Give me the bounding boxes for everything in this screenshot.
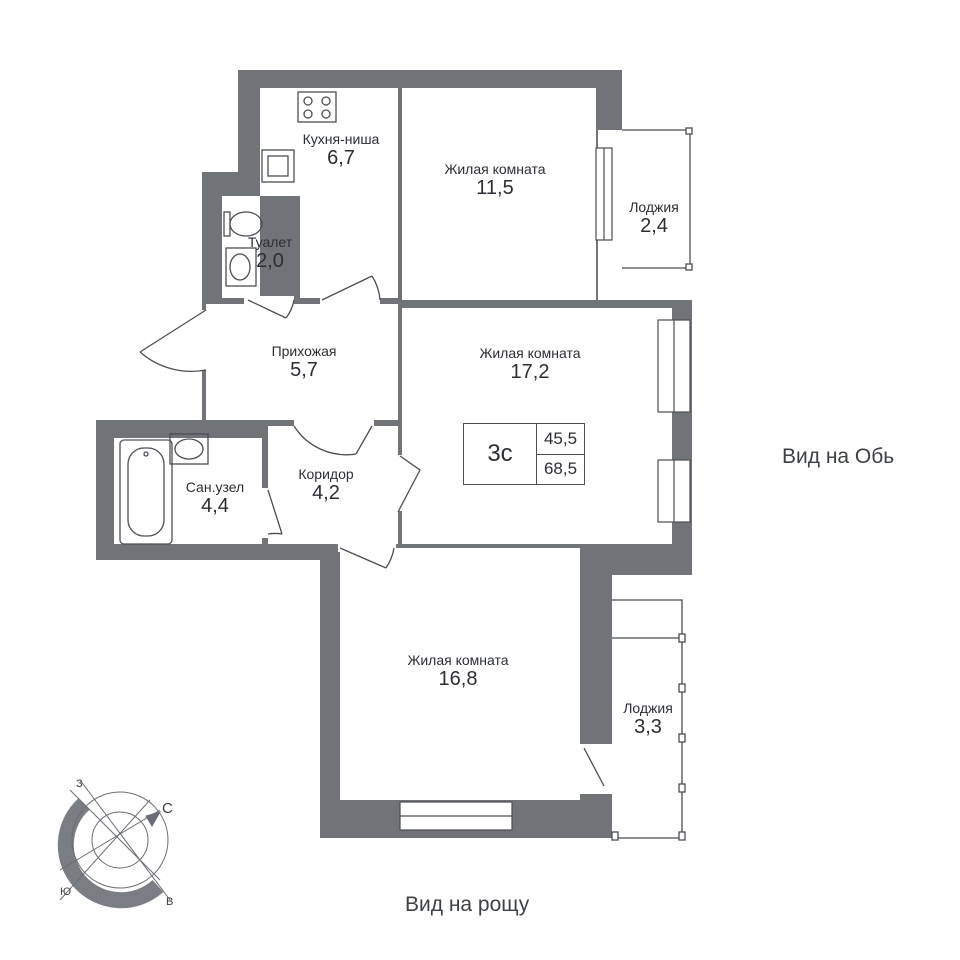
bathtub-icon — [119, 439, 173, 545]
compass-south: Ю — [60, 886, 72, 898]
room-toilet: Туалет 2,0 — [248, 234, 292, 273]
room-living-top: Жилая комната 11,5 — [444, 161, 545, 200]
room-area: 4,4 — [201, 495, 229, 517]
room-kitchen: Кухня-ниша 6,7 — [303, 131, 380, 170]
room-area: 2,0 — [256, 250, 284, 272]
stove-icon — [297, 91, 337, 123]
door-swings — [139, 275, 605, 787]
toilet-icon — [223, 211, 263, 237]
room-bathroom: Сан.узел 4,4 — [186, 479, 244, 518]
door-openings — [200, 296, 614, 794]
room-area: 6,7 — [327, 147, 355, 169]
room-area: 16,8 — [438, 668, 478, 690]
apartment-badge: 3с 45,5 68,5 — [463, 423, 585, 485]
room-loggia-bottom: Лоджия 3,3 — [623, 700, 673, 739]
total-area: 68,5 — [543, 459, 578, 479]
room-living-bottom: Жилая комната 16,8 — [407, 652, 508, 691]
fixtures — [119, 91, 337, 545]
room-hallway: Прихожая 5,7 — [272, 343, 337, 382]
room-name: Кухня-ниша — [302, 131, 380, 147]
room-name: Жилая комната — [407, 652, 509, 668]
room-name: Сан.узел — [185, 479, 245, 495]
loggia-top-outline — [622, 129, 691, 269]
loggias — [611, 127, 693, 841]
room-living-mid: Жилая комната 17,2 — [479, 345, 580, 384]
room-area: 5,7 — [290, 359, 318, 381]
sink-kitchen-icon — [261, 149, 295, 183]
room-area: 3,3 — [634, 716, 662, 738]
compass-west: З — [76, 778, 83, 790]
room-area: 17,2 — [510, 361, 550, 383]
compass-north: С — [162, 800, 173, 817]
living-area: 45,5 — [537, 424, 584, 455]
room-name: Лоджия — [623, 700, 673, 716]
washbasin-toilet-icon — [225, 247, 257, 287]
washbasin-bath-icon — [169, 433, 209, 465]
view-right-label: Вид на Обь — [782, 445, 895, 468]
room-name: Туалет — [247, 234, 293, 250]
room-area: 11,5 — [476, 177, 514, 199]
compass-east: В — [166, 896, 174, 908]
room-loggia-top: Лоджия 2,4 — [629, 199, 679, 238]
room-name: Жилая комната — [444, 161, 546, 177]
room-corridor: Коридор 4,2 — [298, 466, 353, 505]
room-name: Жилая комната — [479, 345, 581, 361]
room-area: 2,4 — [640, 215, 668, 237]
room-area: 4,2 — [312, 482, 340, 504]
room-name: Лоджия — [629, 199, 679, 215]
apartment-type: 3с — [464, 424, 537, 484]
room-name: Прихожая — [271, 343, 337, 359]
compass-icon — [57, 779, 171, 909]
room-name: Коридор — [298, 466, 354, 482]
view-bottom-label: Вид на рощу — [405, 893, 530, 916]
windows — [399, 147, 691, 831]
